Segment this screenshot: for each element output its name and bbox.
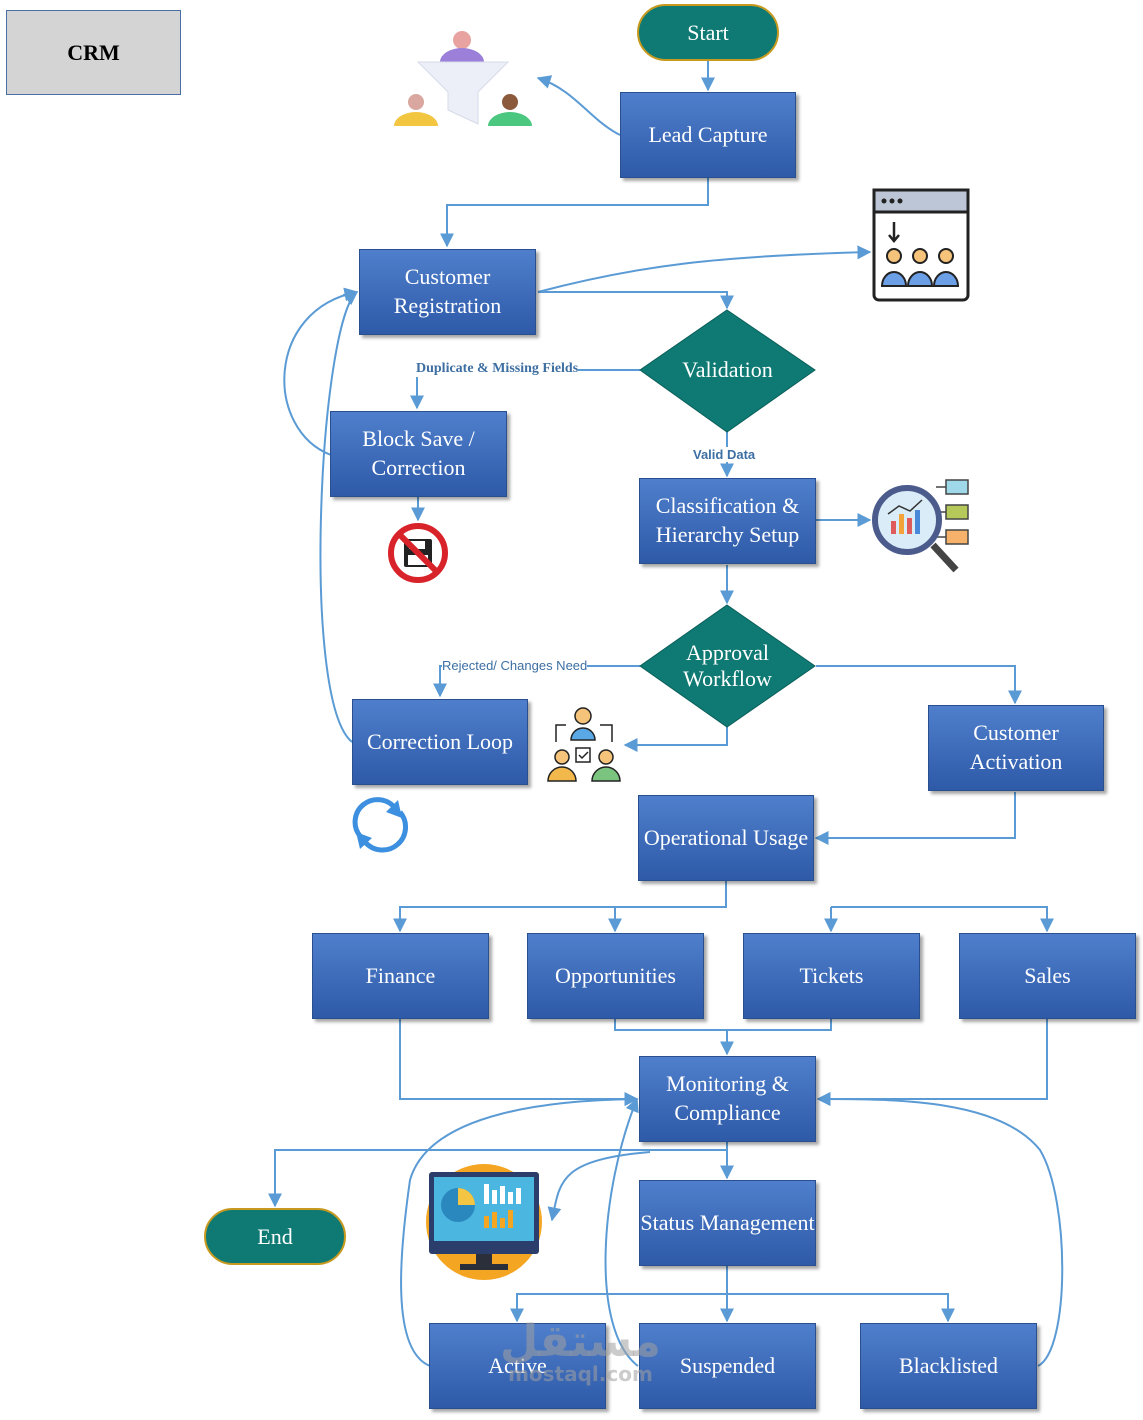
- monitoring-compliance-node: Monitoring & Compliance: [639, 1056, 816, 1142]
- customer-activation-node: Customer Activation: [928, 705, 1104, 791]
- validation-label: Validation: [682, 356, 773, 382]
- operational-usage-node: Operational Usage: [638, 795, 814, 881]
- diagram-title: CRM: [6, 10, 181, 95]
- validation-decision: [639, 309, 816, 433]
- blacklisted-node: Blacklisted: [860, 1323, 1037, 1409]
- duplicate-edge-label: Duplicate & Missing Fields: [416, 361, 579, 377]
- block-save-node: Block Save / Correction: [330, 411, 507, 497]
- customer-panel-icon: [872, 188, 970, 302]
- customer-registration-node: Customer Registration: [359, 249, 536, 335]
- status-management-node: Status Management: [639, 1180, 816, 1266]
- end-node: End: [204, 1208, 346, 1265]
- classification-node: Classification & Hierarchy Setup: [639, 478, 816, 564]
- finance-node: Finance: [312, 933, 489, 1019]
- watermark: مستقل mostaql.com: [500, 1316, 661, 1386]
- rejected-edge-label: Rejected/ Changes Need: [442, 658, 588, 673]
- correction-loop-node: Correction Loop: [352, 699, 528, 785]
- lead-capture-node: Lead Capture: [620, 92, 796, 178]
- approval-workflow-label: Approval Workflow: [683, 639, 772, 691]
- approval-decision: [639, 604, 816, 728]
- valid-edge-label: Valid Data: [693, 447, 756, 462]
- dashboard-monitor-icon: [426, 1164, 542, 1280]
- suspended-node: Suspended: [639, 1323, 816, 1409]
- team-workflow-icon: [547, 707, 621, 782]
- refresh-icon: [352, 797, 409, 853]
- active-node: Active: [429, 1323, 606, 1409]
- opportunities-node: Opportunities: [527, 933, 704, 1019]
- watermark-latin: mostaql.com: [508, 1362, 653, 1386]
- sales-node: Sales: [959, 933, 1136, 1019]
- funnel-people-icon: [394, 31, 532, 126]
- tickets-node: Tickets: [743, 933, 920, 1019]
- analytics-magnifier-icon: [872, 479, 969, 573]
- start-node: Start: [637, 4, 779, 61]
- no-save-icon: [388, 523, 448, 583]
- watermark-arabic: مستقل: [500, 1316, 661, 1367]
